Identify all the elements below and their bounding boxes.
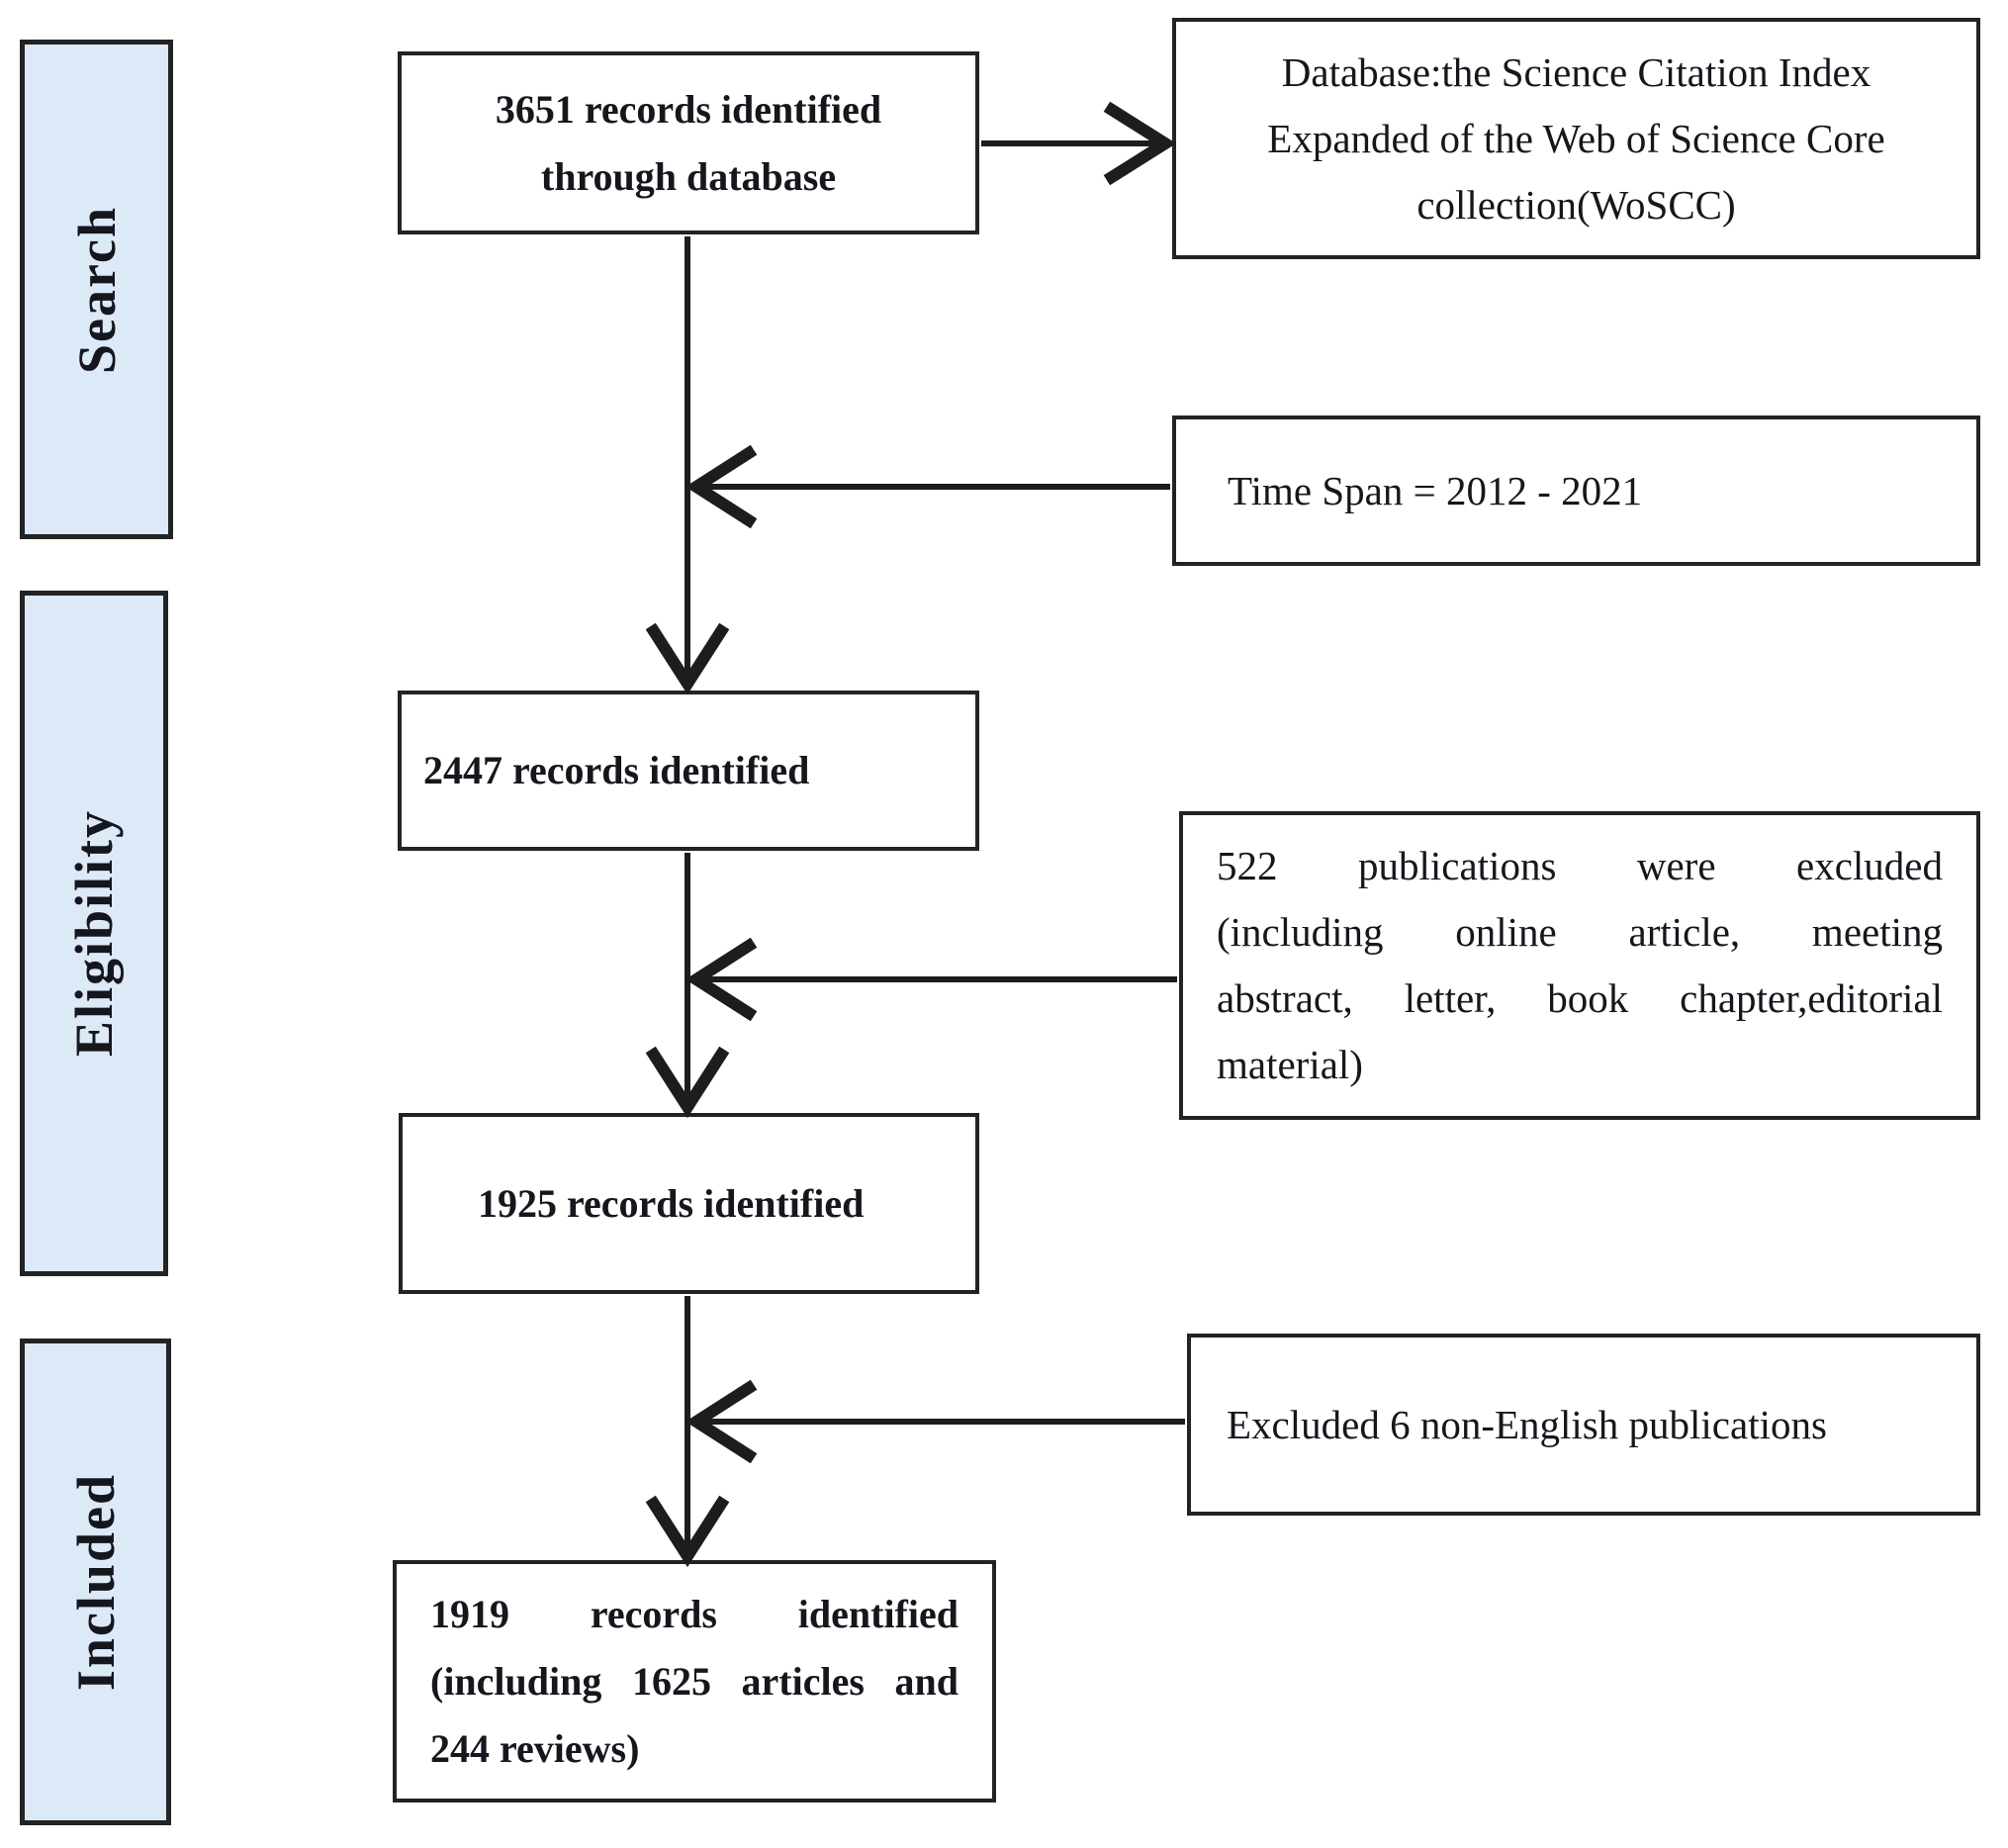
note-excluded-6-label: Excluded 6 non-English publications	[1227, 1401, 1827, 1447]
stage-search: Search	[20, 40, 173, 539]
stage-included: Included	[20, 1339, 171, 1825]
arrow-1925-to-1919	[645, 1296, 730, 1568]
arrow-3651-to-2447	[645, 236, 730, 695]
stage-search-label: Search	[66, 205, 127, 374]
note-database-line3: collection(WoSCC)	[1416, 181, 1736, 228]
note-timespan-label: Time Span = 2012 - 2021	[1228, 467, 1643, 513]
flow-box-1919-line3: 244 reviews)	[430, 1725, 640, 1771]
flow-box-3651-records: 3651 records identified through database	[398, 51, 979, 234]
arrow-excluded522-to-spine	[685, 937, 1177, 1022]
note-excluded-522-line1: 522 publications were excluded	[1217, 843, 1943, 888]
flow-box-1919-records: 1919 records identified (including 1625 …	[393, 1560, 996, 1802]
flow-box-2447-label: 2447 records identified	[423, 748, 810, 792]
stage-eligibility: Eligibility	[20, 591, 168, 1276]
flow-box-3651-line2: through database	[540, 153, 837, 199]
flow-box-3651-line1: 3651 records identified	[495, 86, 882, 132]
flow-box-1925-records: 1925 records identified	[399, 1113, 979, 1294]
note-excluded-522-line2: (including online article, meeting	[1217, 909, 1943, 955]
note-box-excluded-522: 522 publications were excluded (includin…	[1179, 811, 1980, 1120]
note-box-database: Database:the Science Citation Index Expa…	[1172, 18, 1980, 259]
flow-box-1925-label: 1925 records identified	[478, 1180, 865, 1226]
note-box-excluded-6: Excluded 6 non-English publications	[1187, 1334, 1980, 1516]
flow-box-1919-line2: (including 1625 articles and	[430, 1658, 958, 1704]
note-database-line2: Expanded of the Web of Science Core	[1267, 115, 1885, 161]
note-excluded-522-line3: abstract, letter, book chapter,editorial	[1217, 975, 1943, 1021]
note-box-timespan: Time Span = 2012 - 2021	[1172, 416, 1980, 566]
stage-included-label: Included	[65, 1472, 126, 1692]
note-excluded-522-line4: material)	[1217, 1042, 1363, 1087]
note-database-line1: Database:the Science Citation Index	[1281, 48, 1871, 95]
arrow-3651-to-database	[981, 101, 1177, 186]
flow-box-2447-records: 2447 records identified	[398, 691, 979, 851]
flow-box-1919-line1: 1919 records identified	[430, 1591, 958, 1636]
arrow-timespan-to-spine	[685, 444, 1170, 529]
arrow-2447-to-1925	[645, 853, 730, 1119]
arrow-excluded6-to-spine	[685, 1379, 1185, 1464]
stage-eligibility-label: Eligibility	[64, 809, 124, 1058]
